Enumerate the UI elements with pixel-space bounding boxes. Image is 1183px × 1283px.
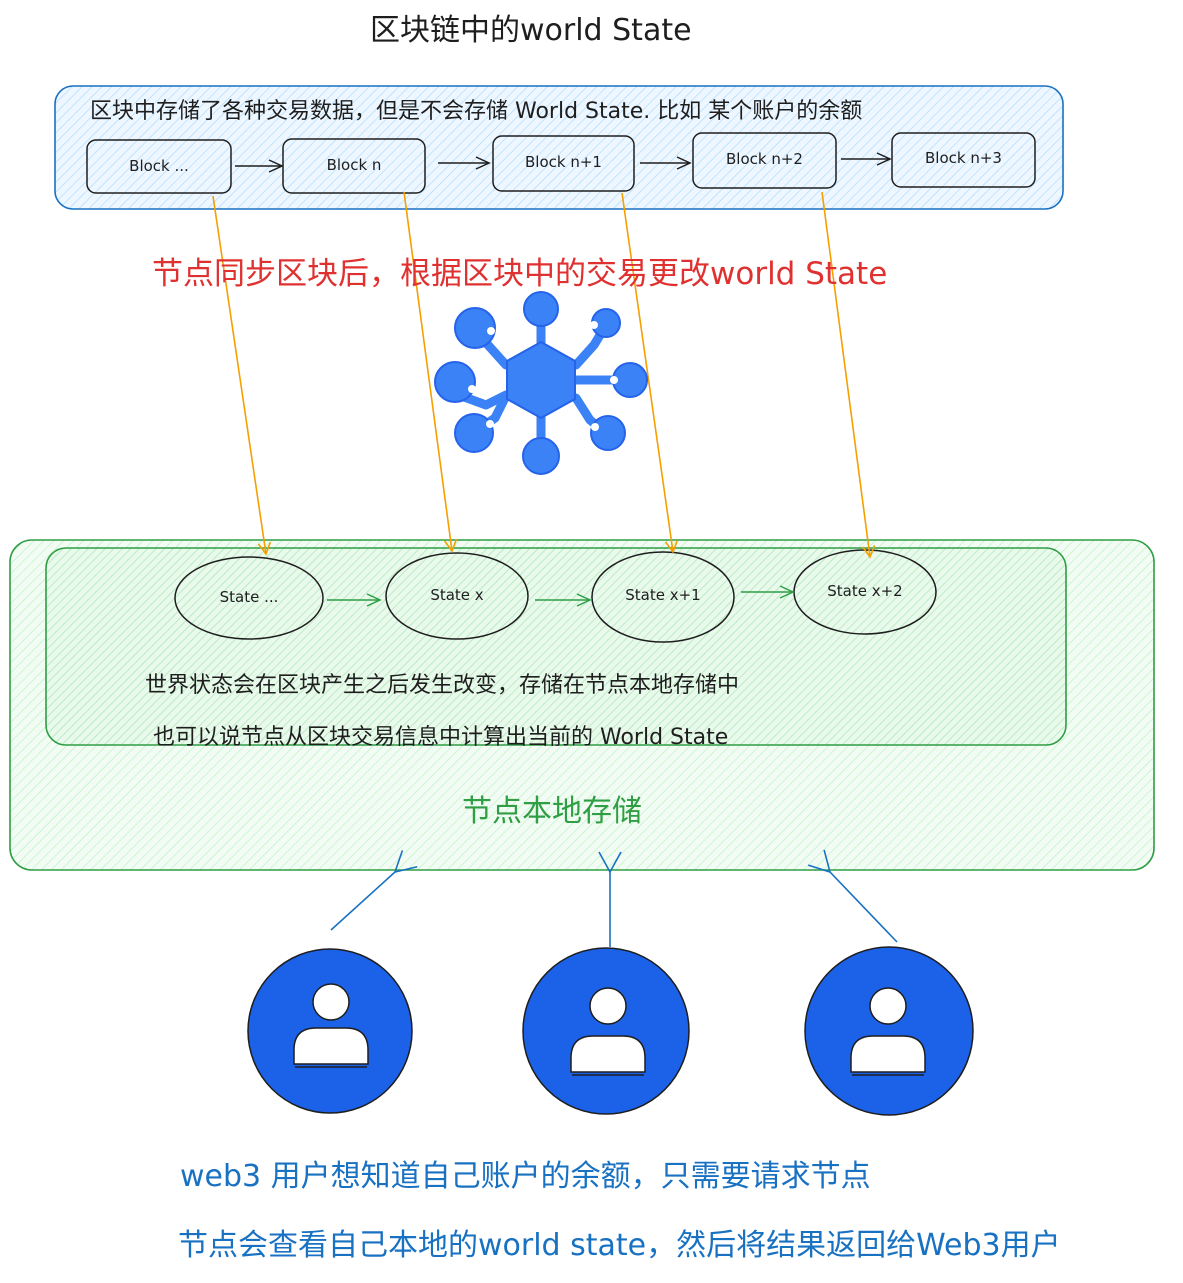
user-note: 节点会查看自己本地的world state，然后将结果返回给Web3用户: [178, 1228, 1061, 1263]
state-ellipse: [385, 552, 529, 640]
request-arrow: [807, 849, 898, 943]
sync-arrow: [403, 191, 458, 553]
sync-note: 节点同步区块后，根据区块中的交易更改world State: [152, 256, 888, 292]
block-box: [891, 132, 1036, 188]
sync-arrow: [212, 195, 272, 556]
state-label: State x+1: [625, 586, 701, 604]
state-ellipse: [591, 551, 735, 643]
block-box: [86, 139, 232, 194]
world-state-note-line: 也可以说节点从区块交易信息中计算出当前的 World State: [153, 725, 729, 750]
block-label: Block n+1: [525, 153, 602, 171]
block-label: Block n+3: [925, 149, 1002, 167]
user-avatar-icon: [522, 947, 690, 1115]
state-ellipse: [174, 556, 324, 640]
network-hub-icon: [434, 291, 648, 475]
sync-arrow: [821, 191, 876, 559]
chain-description: 区块中存储了各种交易数据，但是不会存储 World State. 比如 某个账户…: [90, 99, 863, 124]
state-label: State ...: [219, 588, 279, 606]
block-box: [492, 135, 635, 192]
state-label: State x: [430, 586, 484, 604]
request-arrow: [330, 850, 418, 931]
block-label: Block n: [326, 156, 382, 174]
user-avatar-icon: [804, 946, 974, 1116]
block-label: Block n+2: [726, 150, 803, 168]
storage-label: 节点本地存储: [462, 794, 642, 829]
world-state-note: 世界状态会在区块产生之后发生改变，存储在节点本地存储中 也可以说节点从区块交易信…: [145, 660, 739, 764]
block-box: [692, 132, 837, 189]
block-label: Block ...: [129, 157, 189, 175]
world-state-note-line: 世界状态会在区块产生之后发生改变，存储在节点本地存储中: [145, 673, 740, 698]
user-avatar-icon: [247, 948, 413, 1114]
user-note: web3 用户想知道自己账户的余额，只需要请求节点: [180, 1159, 871, 1194]
sync-arrow: [621, 192, 679, 554]
state-label: State x+2: [827, 582, 903, 600]
diagram-title: 区块链中的world State: [370, 13, 692, 48]
